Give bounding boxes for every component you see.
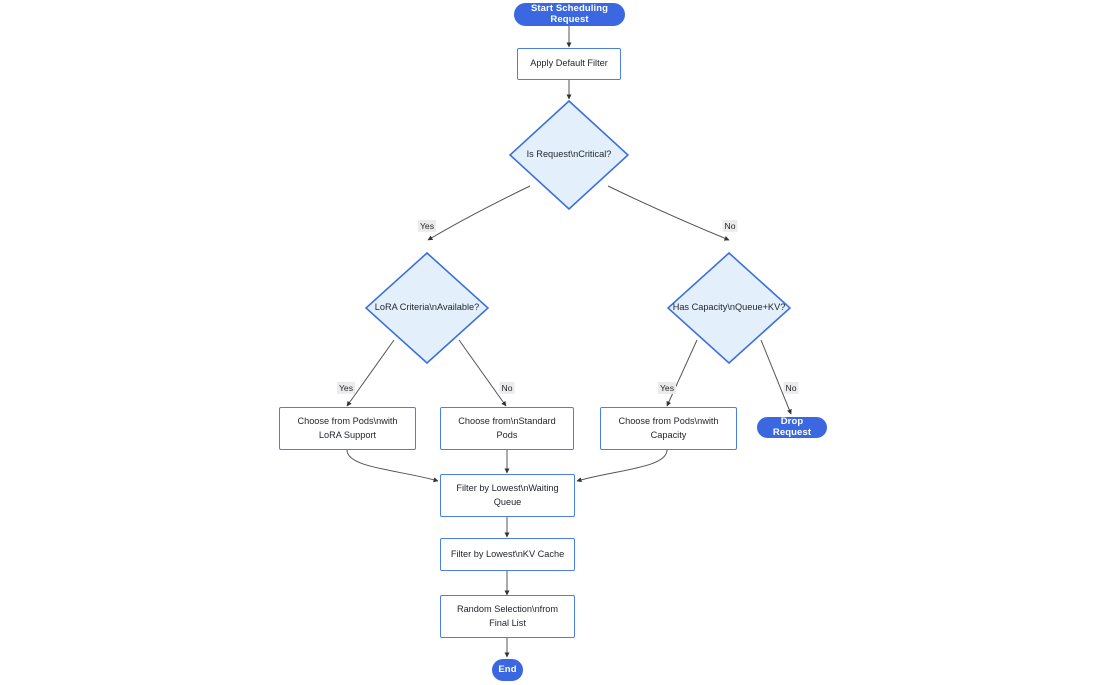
node-drop-request[interactable]: Drop Request [757,415,827,438]
node-has-capacity[interactable]: Has Capacity\nQueue+KV? [667,252,791,364]
edge-label-lora-no: No [499,381,515,395]
node-choose-capacity-pods[interactable]: Choose from Pods\nwith Capacity [600,407,737,450]
node-choose-capacity-pods-label-line2: Capacity [650,429,687,440]
node-start[interactable]: Start Scheduling Request [514,3,625,26]
node-lora-criteria-available-label: LoRA Criteria\nAvailable? [374,302,480,313]
diamond-shape-icon [365,252,489,364]
node-filter-kv-cache[interactable]: Filter by Lowest\nKV Cache [440,538,575,571]
node-choose-lora-pods-label-line2: LoRA Support [318,429,377,440]
node-apply-default-filter-label: Apply Default Filter [530,58,608,69]
node-filter-waiting-queue-label-line2: Queue [493,496,522,507]
node-is-request-critical[interactable]: Is Request\nCritical? [509,100,629,210]
edge-label-capacity-no: No [783,381,799,395]
edge-label-critical-no: No [722,219,738,233]
node-choose-standard-pods-label-line1: Choose from\nStandard [458,416,556,427]
edge-label-lora-yes: Yes [336,381,356,395]
diamond-shape-icon [509,100,629,210]
node-filter-waiting-queue[interactable]: Filter by Lowest\nWaiting Queue [440,474,575,517]
edge-lora-yes-to-choose-lora-pods [346,339,395,407]
edge-choose-lora-pods-to-filter-waiting [346,449,439,483]
edge-capacity-no-to-drop-request [760,339,792,415]
node-random-selection-label-line1: Random Selection\nfrom [456,604,559,615]
diamond-shape-icon [667,252,791,364]
edge-critical-yes-to-lora [427,185,531,241]
edge-critical-no-to-capacity [607,185,730,241]
edge-label-critical-yes: Yes [417,219,437,233]
node-choose-lora-pods-label-line1: Choose from Pods\nwith [297,416,398,427]
node-end-label: End [498,663,517,675]
edge-label-capacity-yes: Yes [657,381,677,395]
node-drop-request-label: Drop Request [772,415,812,438]
node-choose-standard-pods[interactable]: Choose from\nStandard Pods [440,407,574,450]
node-choose-lora-pods[interactable]: Choose from Pods\nwith LoRA Support [279,407,416,450]
edge-lora-no-to-choose-standard-pods [458,339,507,407]
node-start-label: Start Scheduling Request [530,2,609,25]
node-has-capacity-label: Has Capacity\nQueue+KV? [672,302,786,313]
node-choose-capacity-pods-label-line1: Choose from Pods\nwith [618,416,719,427]
edge-capacity-yes-to-choose-capacity-pods [666,339,698,407]
node-lora-criteria-available[interactable]: LoRA Criteria\nAvailable? [365,252,489,364]
node-random-selection[interactable]: Random Selection\nfrom Final List [440,595,575,638]
node-is-request-critical-label: Is Request\nCritical? [526,149,612,160]
node-apply-default-filter[interactable]: Apply Default Filter [517,48,621,80]
node-end[interactable]: End [492,659,523,681]
node-random-selection-label-line2: Final List [489,617,526,628]
node-filter-waiting-queue-label-line1: Filter by Lowest\nWaiting [456,483,559,494]
node-choose-standard-pods-label-line2: Pods [496,429,518,440]
node-filter-kv-cache-label: Filter by Lowest\nKV Cache [450,548,565,559]
edge-choose-capacity-pods-to-filter-waiting [576,449,668,483]
